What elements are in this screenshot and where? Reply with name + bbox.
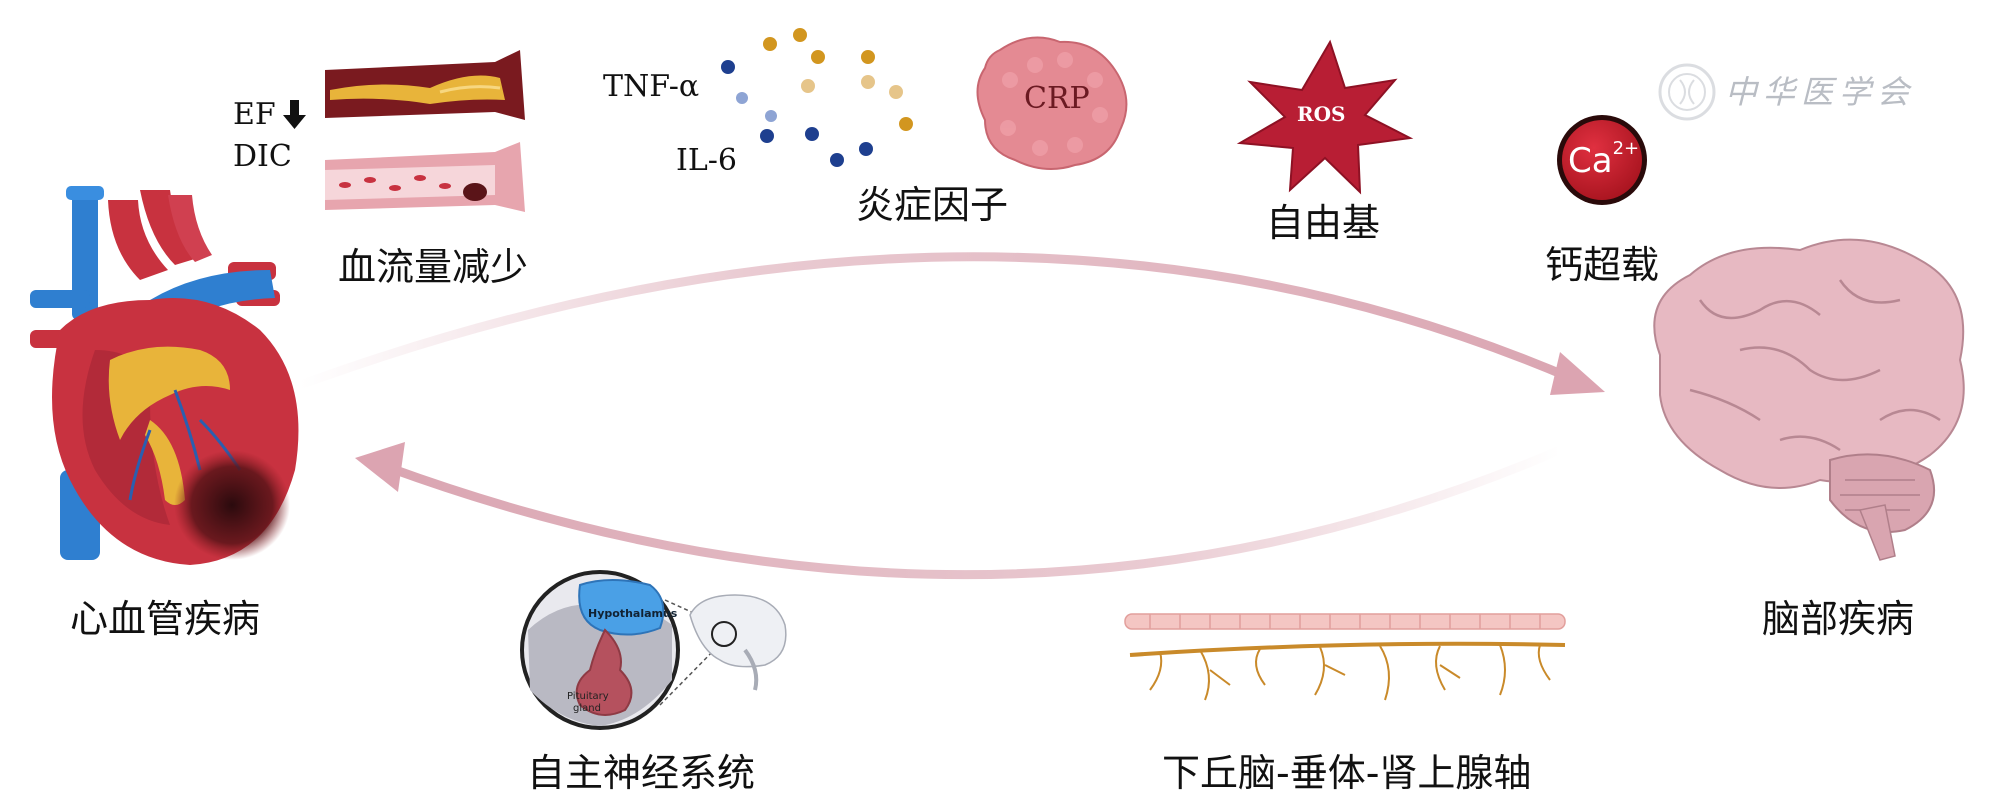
brain-icon	[1653, 238, 1965, 561]
pituitary-label-line2: gland	[573, 703, 601, 714]
hypothalamus-pituitary-icon	[520, 570, 787, 730]
crp-label: CRP	[1024, 81, 1090, 116]
top-arrow	[295, 252, 1605, 395]
cytokines-label: 炎症因子	[856, 183, 1009, 227]
calcium-symbol: Ca2+	[1568, 140, 1639, 181]
hypothalamus-label: Hypothalamus	[588, 607, 678, 620]
calcium-charge: 2+	[1612, 138, 1640, 159]
nerve-fiber-icon	[1124, 613, 1566, 701]
watermark-text: 中华医学会	[1725, 73, 1916, 111]
dic-label: DIC	[233, 139, 292, 174]
autonomic-nervous-system-label: 自主神经系统	[527, 751, 756, 795]
free-radicals-label: 自由基	[1266, 201, 1381, 245]
cardiovascular-disease-label: 心血管疾病	[70, 597, 261, 641]
blood-clot-vessel-icon	[325, 142, 525, 212]
calcium-base: Ca	[1568, 141, 1613, 181]
calcium-overload-label: 钙超载	[1545, 243, 1660, 287]
watermark-emblem	[1658, 63, 1716, 121]
crp-blob-icon	[976, 36, 1128, 170]
down-arrow-icon	[283, 100, 306, 129]
heart-icon	[30, 186, 299, 565]
ros-label: ROS	[1297, 102, 1346, 126]
cytokine-dots	[721, 28, 913, 167]
il6-label: IL-6	[676, 143, 737, 178]
calcium-ion-icon	[1557, 115, 1647, 205]
ros-starburst-icon	[1236, 39, 1414, 195]
bottom-arrow	[355, 442, 1565, 580]
hpa-axis-label: 下丘脑-垂体-肾上腺轴	[1162, 751, 1532, 795]
atherosclerotic-vessel-icon	[325, 50, 525, 120]
ef-label: EF	[233, 97, 276, 132]
brain-disease-label: 脑部疾病	[1762, 597, 1915, 641]
pituitary-label-line1: Pituitary	[567, 691, 609, 702]
tnf-label: TNF-α	[603, 69, 700, 104]
blood-flow-label: 血流量减少	[338, 245, 529, 289]
